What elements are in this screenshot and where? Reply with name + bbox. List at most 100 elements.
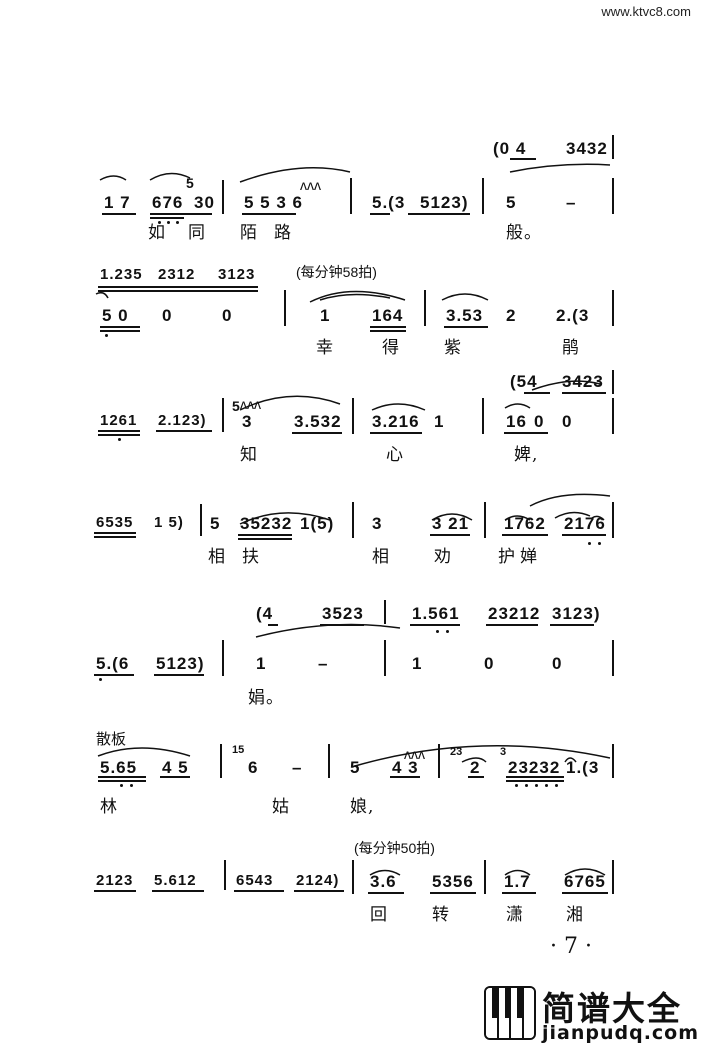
notes: 3.53: [446, 306, 484, 325]
lyric: 陌: [240, 223, 258, 243]
notes: 3: [242, 412, 253, 431]
notes: 0: [162, 306, 173, 325]
lyric: 护: [498, 547, 516, 567]
lyric: 幸: [316, 338, 334, 358]
notes: 4 5: [162, 758, 189, 777]
lyric: 娟。: [248, 688, 284, 708]
lyric: 如: [148, 223, 166, 243]
notes: 35232: [240, 514, 293, 533]
notes: 5123): [420, 193, 469, 212]
notes: 1 7: [104, 193, 131, 212]
notes: 1: [256, 654, 267, 673]
lyric: 湘: [566, 905, 584, 925]
trill-mark: ᴧᴧᴧ: [300, 177, 321, 193]
notes: 3.532: [294, 412, 342, 431]
notes: 1: [412, 654, 423, 673]
notes: 0: [222, 306, 233, 325]
notes: 2: [470, 758, 481, 777]
notes: 0: [484, 654, 495, 673]
lyric: 知: [240, 445, 258, 465]
notes: 5.612: [154, 872, 197, 889]
lyric: 婵: [520, 547, 538, 567]
trill-mark: ᴧᴧᴧ: [240, 396, 261, 412]
grace-note: 5: [232, 398, 240, 414]
notes: 6: [248, 758, 259, 777]
notes: 5: [210, 514, 221, 533]
lyric: 婢,: [514, 445, 539, 465]
lyric: 姑: [272, 797, 290, 817]
notes: 5: [350, 758, 361, 777]
notes: 2124): [296, 872, 340, 889]
notes: 2123: [96, 872, 134, 889]
notes: 3.6: [370, 872, 397, 891]
lyric: 转: [432, 905, 450, 925]
notes: 2.123): [158, 412, 207, 429]
grace-note: 23: [450, 746, 463, 758]
notes: 164: [372, 306, 404, 325]
lyric: 同: [188, 223, 206, 243]
intro-notes: 23212: [488, 604, 541, 623]
notes: 676: [152, 193, 184, 212]
notes: 16: [506, 412, 527, 431]
notes: 2176: [564, 514, 606, 533]
notes: 1: [434, 412, 445, 431]
notes: 6765: [564, 872, 606, 891]
site-logo[interactable]: 简谱大全 jianpudq.com: [484, 982, 698, 1046]
notes: 1(5): [300, 514, 335, 533]
notes: 1.(3: [566, 758, 600, 777]
page-number: · 7 ·: [550, 934, 592, 959]
lyric: 劝: [434, 547, 452, 567]
lyric: 般。: [506, 223, 542, 243]
notes: 1 5): [154, 514, 184, 531]
notes: 0: [562, 412, 573, 431]
notes: 3: [372, 514, 383, 533]
site-url: www.ktvc8.com: [601, 4, 691, 19]
notes: 6535: [96, 514, 134, 531]
barline: [612, 135, 614, 159]
notes: –: [292, 758, 303, 777]
notes: 1762: [504, 514, 546, 533]
notes: 1.7: [504, 872, 531, 891]
grace-note: 15: [232, 744, 245, 756]
notes: 1: [320, 306, 331, 325]
notes: 23232: [508, 758, 561, 777]
notes: 5 5 3 6: [244, 193, 303, 212]
notes: –: [566, 193, 577, 212]
notes: 3 21: [432, 514, 470, 533]
lyric: 得: [382, 338, 400, 358]
notes: 5.65: [100, 758, 138, 777]
intro-notes: (54: [510, 372, 538, 391]
lyric: 娘,: [350, 797, 375, 817]
grace-note: 3: [500, 746, 507, 758]
notes: 4 3: [392, 758, 419, 777]
intro-notes: 3432: [566, 139, 608, 158]
notes: 3123: [218, 266, 256, 283]
intro-notes: (0 4: [493, 139, 527, 158]
tempo-marking: (每分钟58拍): [296, 264, 377, 280]
notes: 6543: [236, 872, 274, 889]
brand-name: 简谱大全: [542, 989, 682, 1028]
notes: 2: [506, 306, 517, 325]
notes: 5.(3: [372, 193, 406, 212]
lyric: 扶: [242, 547, 260, 567]
notes: 1261: [100, 412, 138, 429]
intro-notes: 3523: [322, 604, 364, 623]
lyric: 路: [274, 223, 292, 243]
notes: 2.(3: [556, 306, 590, 325]
lyric: 鹃: [562, 338, 580, 358]
notes: 1.235: [100, 266, 143, 283]
lyric: 回: [370, 905, 388, 925]
lyric: 林: [100, 797, 118, 817]
tempo-marking: (每分钟50拍): [354, 840, 435, 856]
free-tempo-label: 散板: [96, 731, 127, 748]
lyric: 相: [208, 547, 226, 567]
notes: 3.216: [372, 412, 420, 431]
notes: 5: [506, 193, 517, 212]
piano-keys-icon: [484, 986, 536, 1040]
brand-url: jianpudq.com: [542, 1022, 700, 1044]
notes: 5123): [156, 654, 205, 673]
notes: 5.(6: [96, 654, 130, 673]
notes: 30: [194, 193, 215, 212]
notes: 5356: [432, 872, 474, 891]
intro-notes: 3123): [552, 604, 601, 623]
